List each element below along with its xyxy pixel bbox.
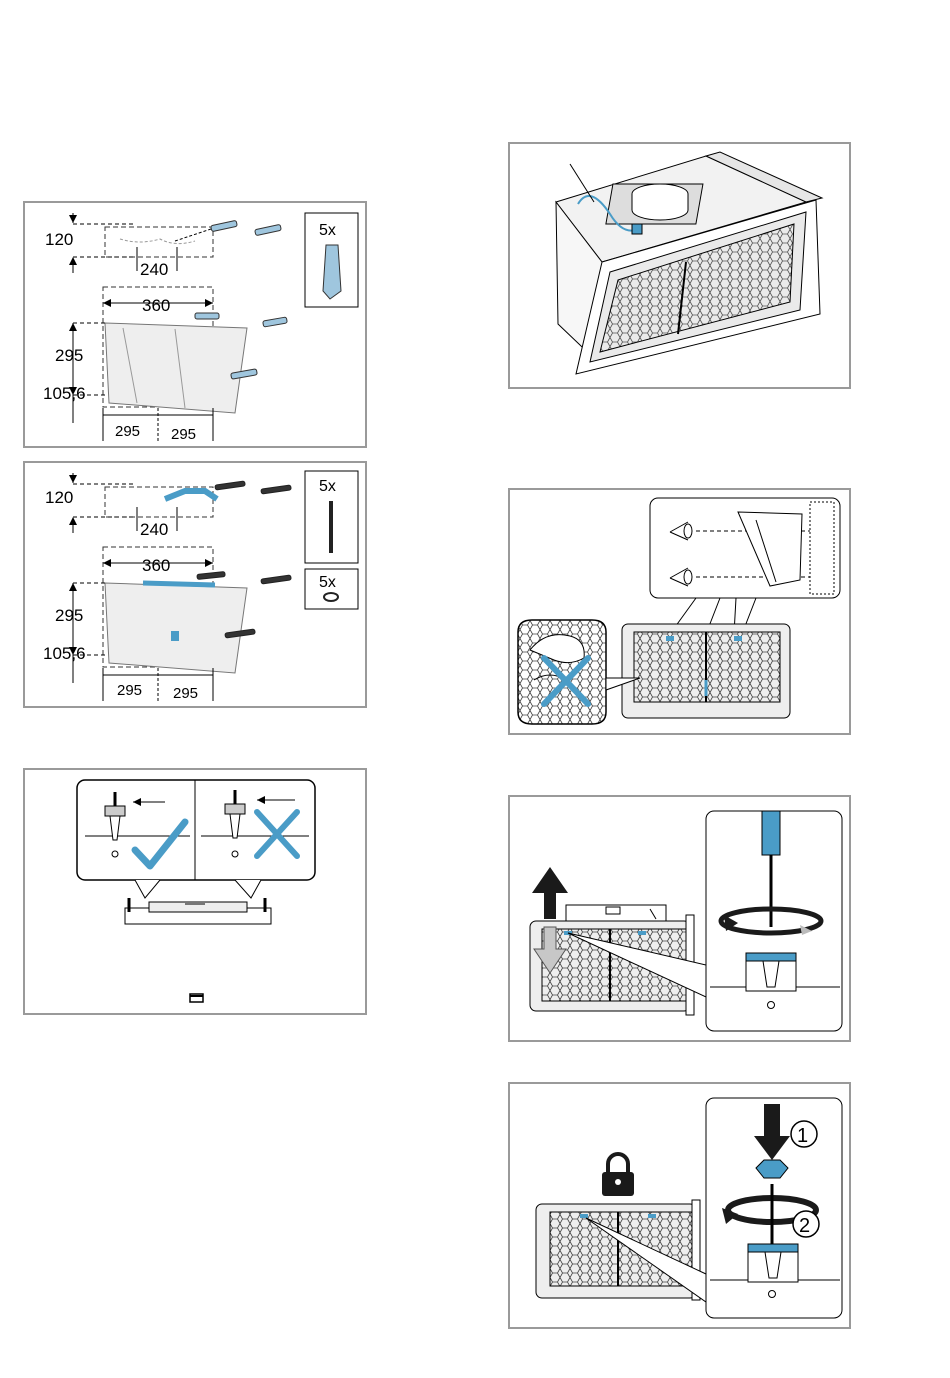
bracket-diagram: 120 240 5x 5x 360 29 — [25, 463, 367, 708]
dim-240-label: 240 — [140, 520, 168, 539]
panel-bracket-mounting: 120 240 5x 5x 360 29 — [23, 461, 367, 708]
qty-washer-label: 5x — [319, 574, 336, 591]
qty-plug-label: 5x — [319, 222, 336, 239]
dim-295-h2-label: 295 — [173, 685, 198, 702]
dim-105-label: 105,6 — [43, 384, 86, 403]
dim-120-label: 120 — [45, 488, 73, 507]
adjust-screw-diagram — [510, 797, 851, 1042]
dim-360-label: 360 — [142, 296, 170, 315]
leveling-diagram — [25, 770, 367, 1015]
dim-295-h1-label: 295 — [117, 682, 142, 699]
dim-295-vertical-label: 295 — [55, 346, 83, 365]
wall-plug-diagram: 120 240 5x 360 — [25, 203, 367, 448]
step-2-label: 2 — [799, 1215, 810, 1237]
dim-105-label: 105,6 — [43, 644, 86, 663]
filter-inspection-diagram — [510, 490, 851, 735]
panel-adjust-screw — [508, 795, 851, 1042]
lock-icon — [602, 1154, 634, 1196]
arrow-up-icon — [532, 867, 568, 919]
dim-120-label: 120 — [45, 230, 73, 249]
panel-filter-inspection — [508, 488, 851, 735]
dim-295-vertical-label: 295 — [55, 606, 83, 625]
lock-nut-diagram: 1 2 — [510, 1084, 851, 1329]
panel-hood-overview — [508, 142, 851, 389]
panel-leveling-check — [23, 768, 367, 1015]
dim-240-label: 240 — [140, 260, 168, 279]
qty-screw-label: 5x — [319, 478, 336, 495]
hood-diagram — [510, 144, 851, 389]
dim-360-label: 360 — [142, 556, 170, 575]
dim-295-h2-label: 295 — [171, 426, 196, 443]
panel-wall-plug-mounting: 120 240 5x 360 — [23, 201, 367, 448]
dim-295-h1-label: 295 — [115, 423, 140, 440]
panel-lock-nut: 1 2 — [508, 1082, 851, 1329]
step-1-label: 1 — [797, 1125, 808, 1147]
